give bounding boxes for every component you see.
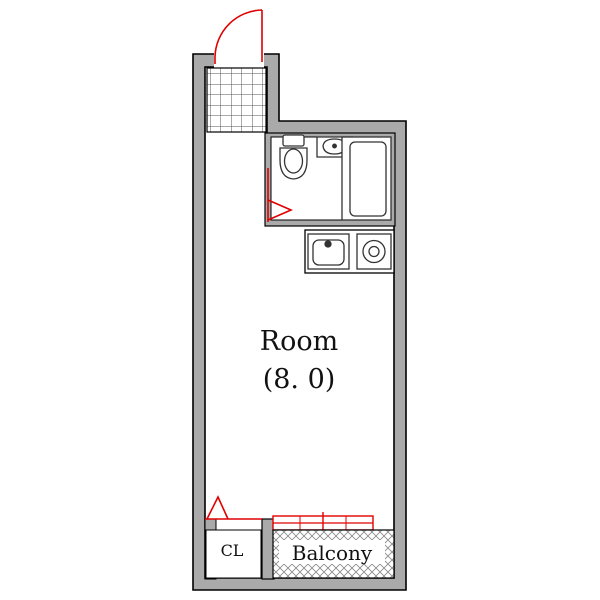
entrance-door xyxy=(214,9,263,64)
balcony-label-bg xyxy=(279,540,385,564)
room-name: Room xyxy=(260,326,338,357)
closet-interior xyxy=(205,529,262,579)
kitchen-sink-icon xyxy=(307,233,350,270)
entrance-opening xyxy=(214,53,264,68)
room-size: (8. 0) xyxy=(263,364,336,395)
entrance-tile-floor xyxy=(206,67,267,133)
closet-divider-wall xyxy=(261,518,275,580)
bathroom-door xyxy=(267,168,294,222)
closet-door xyxy=(205,495,262,520)
balcony-window xyxy=(272,512,374,534)
toilet-icon xyxy=(279,134,308,180)
balcony-label: Balcony xyxy=(292,541,373,565)
stove-burner-icon xyxy=(356,233,392,270)
bathtub-icon xyxy=(341,136,392,221)
closet-label: CL xyxy=(221,541,244,560)
